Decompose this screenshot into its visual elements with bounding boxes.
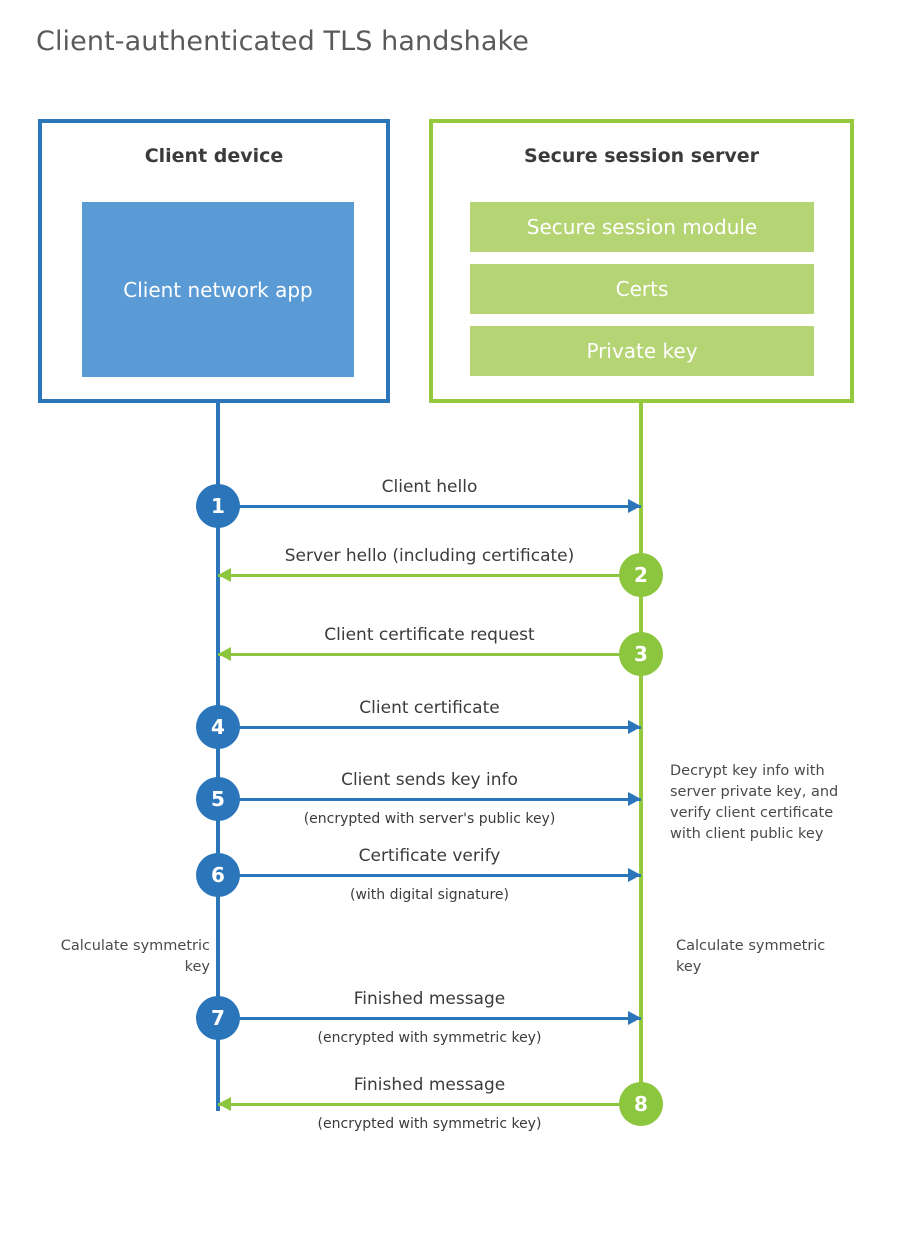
secure-session-server-box: Secure session server Secure session mod…: [429, 119, 854, 403]
message-sublabel-8: (encrypted with symmetric key): [317, 1116, 542, 1132]
client-device-box: Client device Client network app: [38, 119, 390, 403]
note-server-decrypt: Decrypt key info with server private key…: [670, 763, 839, 843]
message-sublabel-5: (encrypted with server's public key): [303, 811, 556, 827]
step-badge-7[interactable]: 7: [196, 996, 240, 1040]
message-line-2: [218, 574, 641, 577]
client-network-app-box: Client network app: [82, 202, 354, 377]
note-client-calculate-symmetric-key: Calculate symmetric key: [60, 938, 210, 976]
step-badge-5[interactable]: 5: [196, 777, 240, 821]
step-badge-6[interactable]: 6: [196, 853, 240, 897]
message-arrowhead-4: [628, 720, 641, 734]
server-component-private-key: Private key: [470, 326, 814, 376]
message-label-5: Client sends key info: [341, 770, 518, 790]
client-lifeline: [216, 399, 220, 1111]
message-line-8: [218, 1103, 641, 1106]
message-line-7: [218, 1017, 641, 1020]
note-server-calculate-symmetric-key: Calculate symmetric key: [676, 938, 826, 976]
client-network-app-label: Client network app: [123, 277, 313, 302]
message-label-1: Client hello: [381, 477, 478, 497]
message-label-3: Client certificate request: [324, 625, 535, 645]
message-line-3: [218, 653, 641, 656]
message-label-2: Server hello (including certificate): [284, 546, 575, 566]
message-arrowhead-8: [218, 1097, 231, 1111]
client-device-title: Client device: [144, 145, 284, 167]
message-line-4: [218, 726, 641, 729]
step-badge-4[interactable]: 4: [196, 705, 240, 749]
server-component-certs: Certs: [470, 264, 814, 314]
secure-session-server-title: Secure session server: [524, 145, 759, 167]
message-arrowhead-3: [218, 647, 231, 661]
step-badge-8[interactable]: 8: [619, 1082, 663, 1126]
message-label-6: Certificate verify: [358, 846, 501, 866]
step-badge-2[interactable]: 2: [619, 553, 663, 597]
page-title: Client-authenticated TLS handshake: [36, 26, 529, 57]
step-badge-1[interactable]: 1: [196, 484, 240, 528]
message-line-6: [218, 874, 641, 877]
message-arrowhead-6: [628, 868, 641, 882]
server-lifeline: [639, 399, 643, 1105]
step-badge-3[interactable]: 3: [619, 632, 663, 676]
message-sublabel-6: (with digital signature): [350, 887, 509, 903]
message-sublabel-7: (encrypted with symmetric key): [317, 1030, 542, 1046]
message-label-4: Client certificate: [359, 698, 500, 718]
message-arrowhead-2: [218, 568, 231, 582]
message-arrowhead-1: [628, 499, 641, 513]
message-line-1: [218, 505, 641, 508]
message-label-7: Finished message: [353, 989, 506, 1009]
message-arrowhead-5: [628, 792, 641, 806]
message-line-5: [218, 798, 641, 801]
server-component-secure-session-module: Secure session module: [470, 202, 814, 252]
message-arrowhead-7: [628, 1011, 641, 1025]
message-label-8: Finished message: [353, 1075, 506, 1095]
